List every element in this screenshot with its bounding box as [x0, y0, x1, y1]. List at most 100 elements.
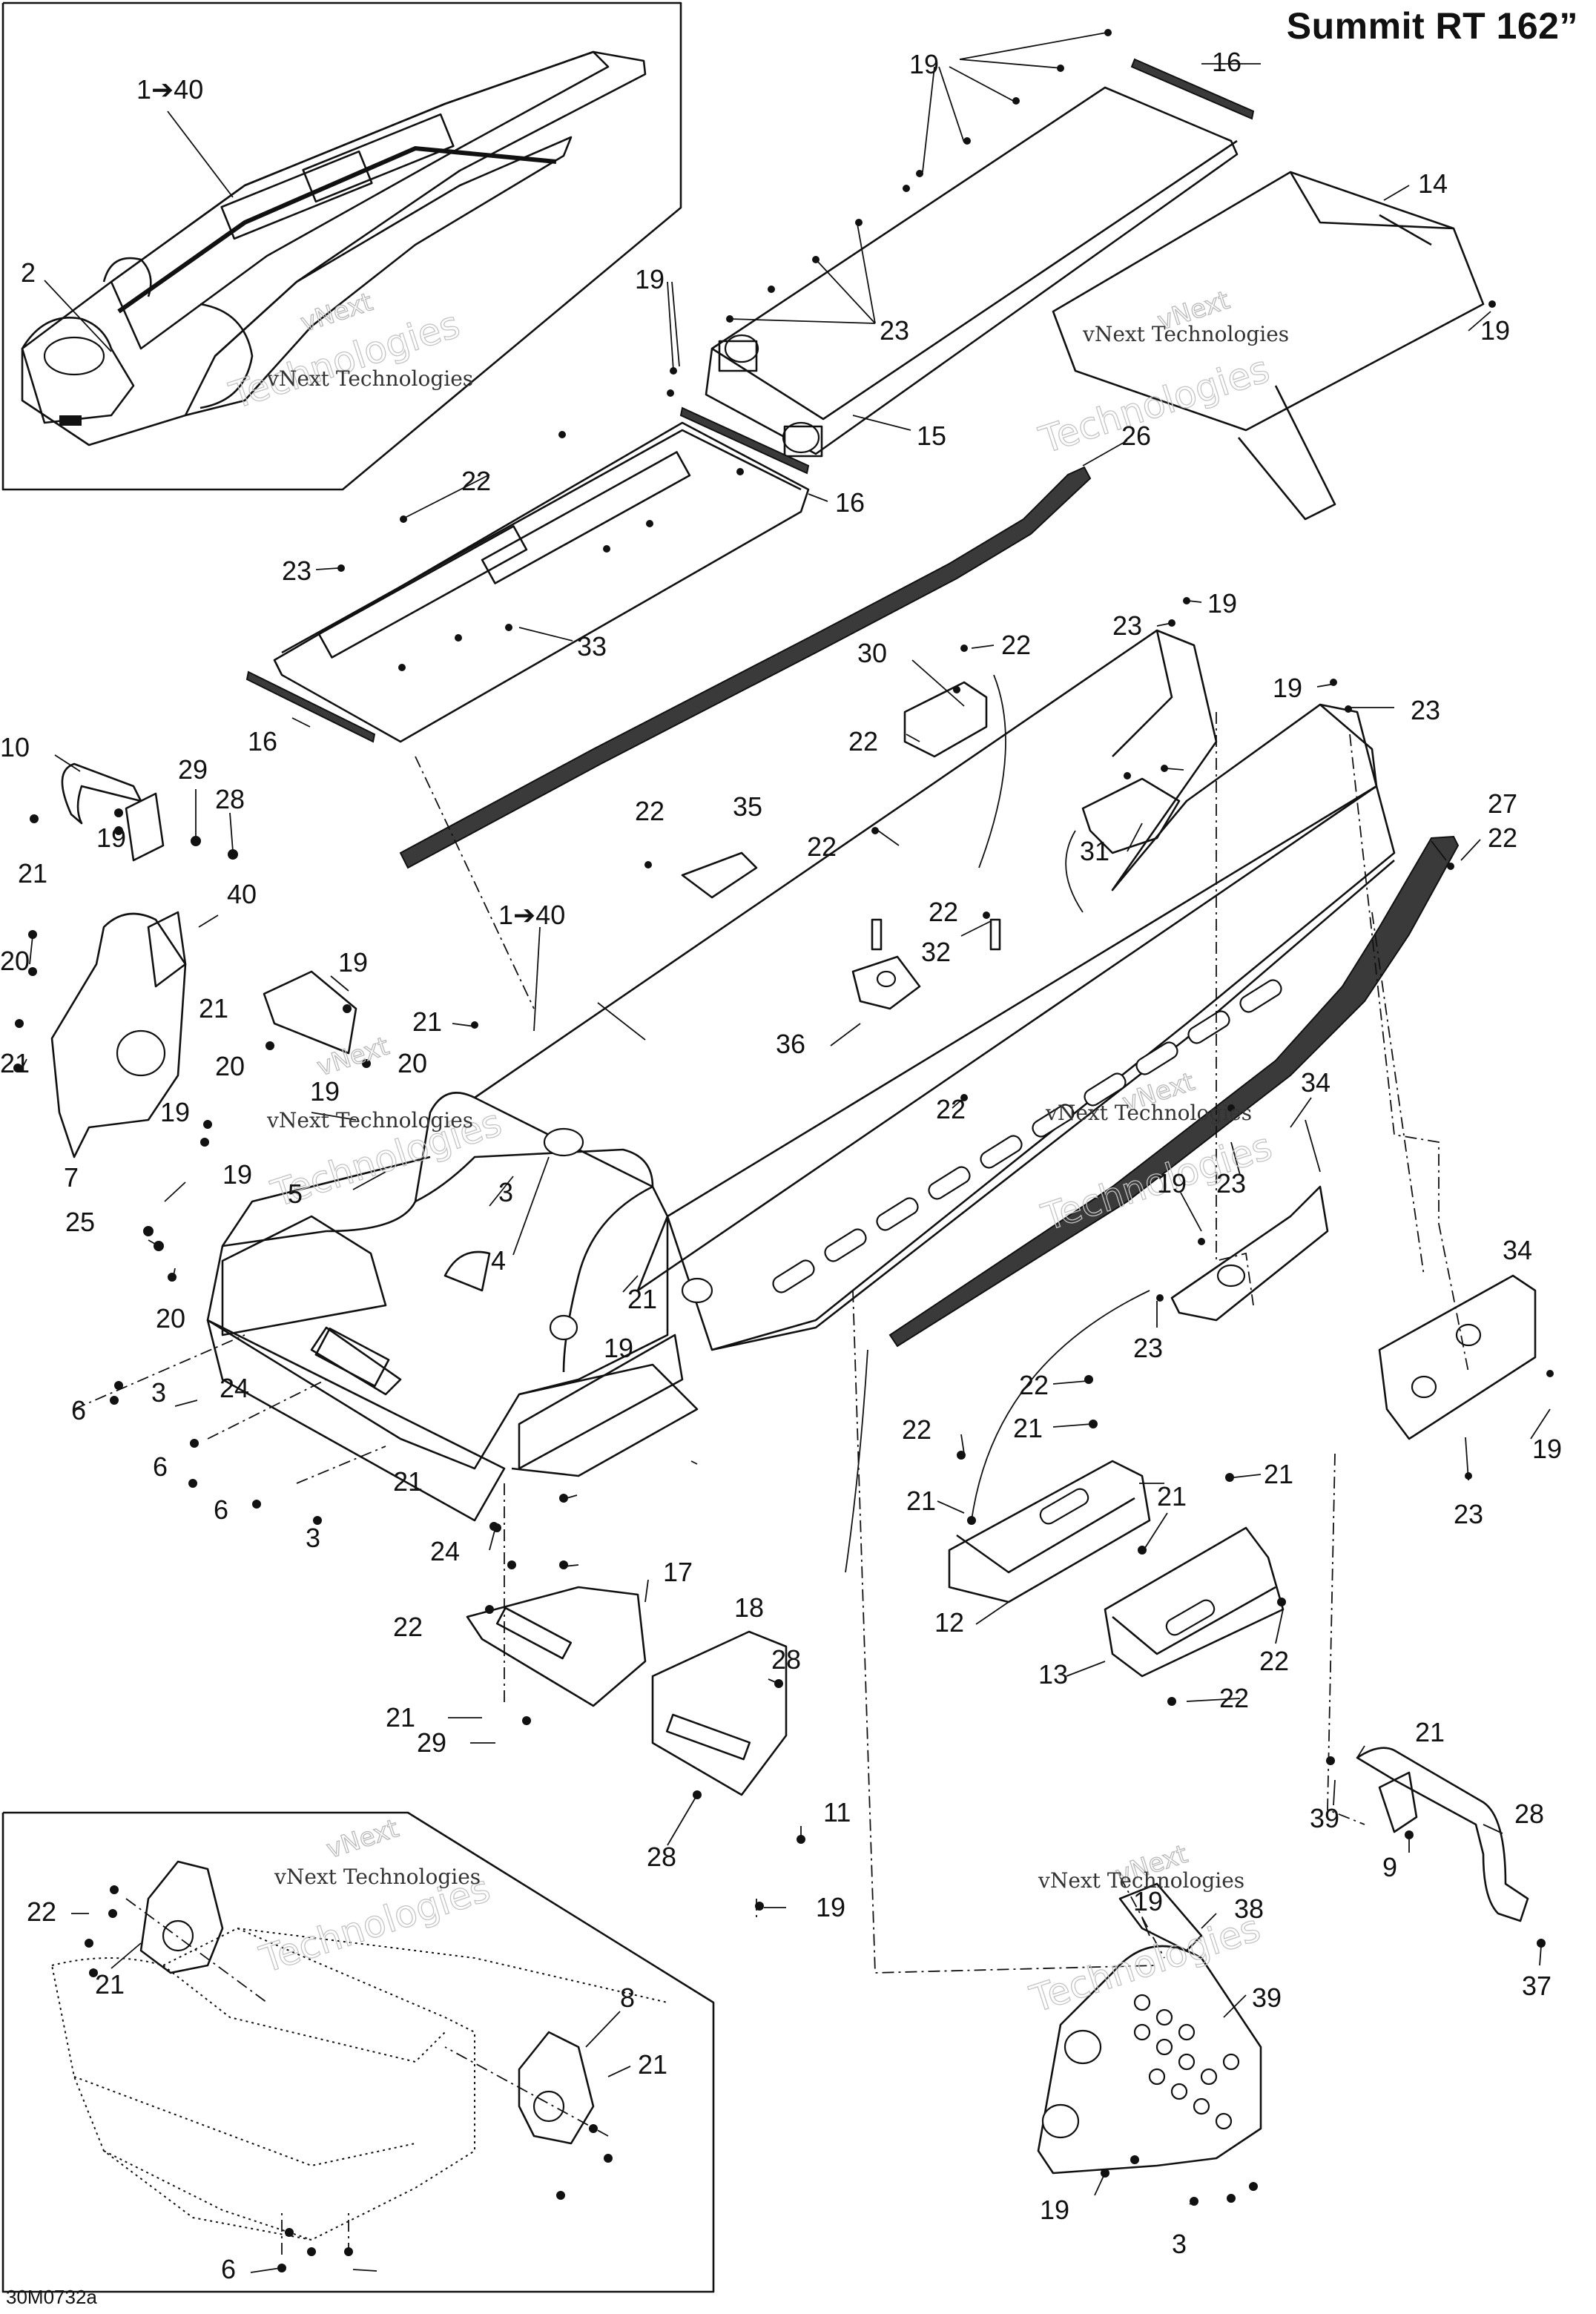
callout: 5 [288, 1179, 303, 1209]
decals-16 [245, 58, 1255, 743]
callout: 22 [461, 466, 491, 496]
drawing-code: 30M0732a [6, 2286, 97, 2308]
callout: 23 [880, 315, 909, 346]
watermark-caption: vNext Technologies [1045, 1101, 1252, 1125]
small-brackets [681, 681, 1181, 1010]
bolt-set-top [337, 29, 1496, 671]
callout: 27 [1488, 788, 1517, 819]
callout: 3 [306, 1523, 320, 1553]
callout: 23 [1454, 1499, 1483, 1529]
callout: 21 [18, 858, 47, 889]
callout: 24 [220, 1373, 249, 1403]
top-inset-frame [1, 1, 682, 491]
callout: 3 [1172, 2229, 1187, 2259]
callout: 21 [1157, 1481, 1187, 1512]
callout: 31 [1080, 836, 1109, 866]
callout: 19 [1157, 1168, 1187, 1199]
chassis-overview-top [21, 50, 647, 446]
fasteners [13, 29, 1554, 2272]
plate-8-holes [1133, 1994, 1240, 2130]
callout: 36 [776, 1029, 805, 1059]
callout: 19 [635, 264, 665, 294]
callout: 39 [1252, 1982, 1282, 2013]
callout: 19 [310, 1076, 340, 1107]
callout: 16 [248, 726, 277, 756]
main-tunnel [206, 629, 1396, 1522]
callout: 23 [1216, 1168, 1246, 1199]
callout: 22 [807, 831, 837, 862]
callout: 22 [1001, 630, 1031, 660]
watermark-caption: vNext Technologies [1038, 1868, 1244, 1893]
callout: 22 [902, 1414, 931, 1445]
callout: 9 [1382, 1852, 1397, 1882]
callout: 16 [1212, 47, 1241, 77]
callout: 28 [771, 1644, 801, 1675]
callout: 19 [160, 1097, 190, 1127]
callout: 1➔40 [136, 74, 203, 105]
callout: 21 [386, 1702, 415, 1733]
callout: 22 [1259, 1646, 1289, 1676]
rail-strips [399, 466, 1460, 1348]
bolt-set-bottom [485, 1375, 1546, 2206]
callout: 40 [227, 879, 257, 909]
callout: 20 [215, 1051, 245, 1081]
callout: 21 [412, 1006, 442, 1037]
assembly-lines [73, 674, 1469, 2255]
diagram-title: Summit RT 162” [1286, 5, 1578, 47]
leader-lines [22, 32, 1551, 2273]
callout: 21 [0, 1048, 30, 1078]
bottom-inset-frame [1, 1811, 715, 2293]
callout: 18 [734, 1592, 764, 1623]
watermark-line2: Technologies [1034, 347, 1274, 462]
callout: 32 [921, 937, 951, 967]
callout: 19 [1273, 673, 1302, 703]
callout: 10 [0, 732, 30, 762]
watermark-line1: vNext [323, 1813, 402, 1865]
callout: 34 [1301, 1067, 1330, 1098]
callout: 30 [857, 638, 887, 668]
callout: 22 [27, 1896, 56, 1927]
watermark-caption: vNext Technologies [266, 1108, 473, 1133]
callout: 21 [638, 2049, 667, 2080]
callout: 3 [498, 1177, 513, 1207]
callout: 38 [1234, 1893, 1264, 1924]
inset-frames [1, 1, 715, 2293]
callout: 37 [1522, 1971, 1552, 2001]
callout: 24 [430, 1536, 460, 1566]
callout: 6 [153, 1451, 168, 1482]
callout: 19 [1480, 315, 1510, 346]
callout: 20 [156, 1303, 185, 1334]
bolt-set-left [13, 808, 568, 1569]
callout: 19 [1207, 588, 1237, 619]
callout: 2 [21, 257, 36, 288]
callout: 23 [1112, 610, 1142, 641]
callout: 6 [221, 2254, 236, 2284]
callout: 8 [620, 1982, 635, 2013]
callout: 35 [733, 791, 762, 822]
watermark-caption: vNext Technologies [1082, 322, 1289, 346]
callout: 21 [1013, 1413, 1043, 1443]
callout: 26 [1121, 421, 1151, 451]
callout: 15 [917, 421, 946, 451]
plates-34 [1170, 1185, 1537, 1440]
callout: 4 [491, 1245, 506, 1276]
callout: 19 [816, 1892, 845, 1922]
brackets-12-13 [948, 1460, 1285, 1678]
callout: 39 [1310, 1803, 1339, 1833]
callout: 21 [393, 1466, 423, 1497]
callout: 16 [835, 487, 865, 518]
callout: 23 [1411, 695, 1440, 725]
cover-14 [1052, 171, 1485, 521]
callout: 21 [1415, 1717, 1445, 1747]
tunnel-cover-15 [705, 86, 1239, 458]
callout: 28 [1514, 1799, 1544, 1829]
panel-33 [273, 421, 810, 743]
callout: 33 [577, 631, 607, 662]
callout: 19 [1532, 1434, 1562, 1464]
callout: 21 [1264, 1459, 1293, 1489]
callout: 1➔40 [498, 900, 565, 930]
callout: 22 [393, 1612, 423, 1642]
callout: 22 [1488, 823, 1517, 853]
callout: 14 [1418, 168, 1448, 199]
callout: 17 [663, 1557, 693, 1587]
